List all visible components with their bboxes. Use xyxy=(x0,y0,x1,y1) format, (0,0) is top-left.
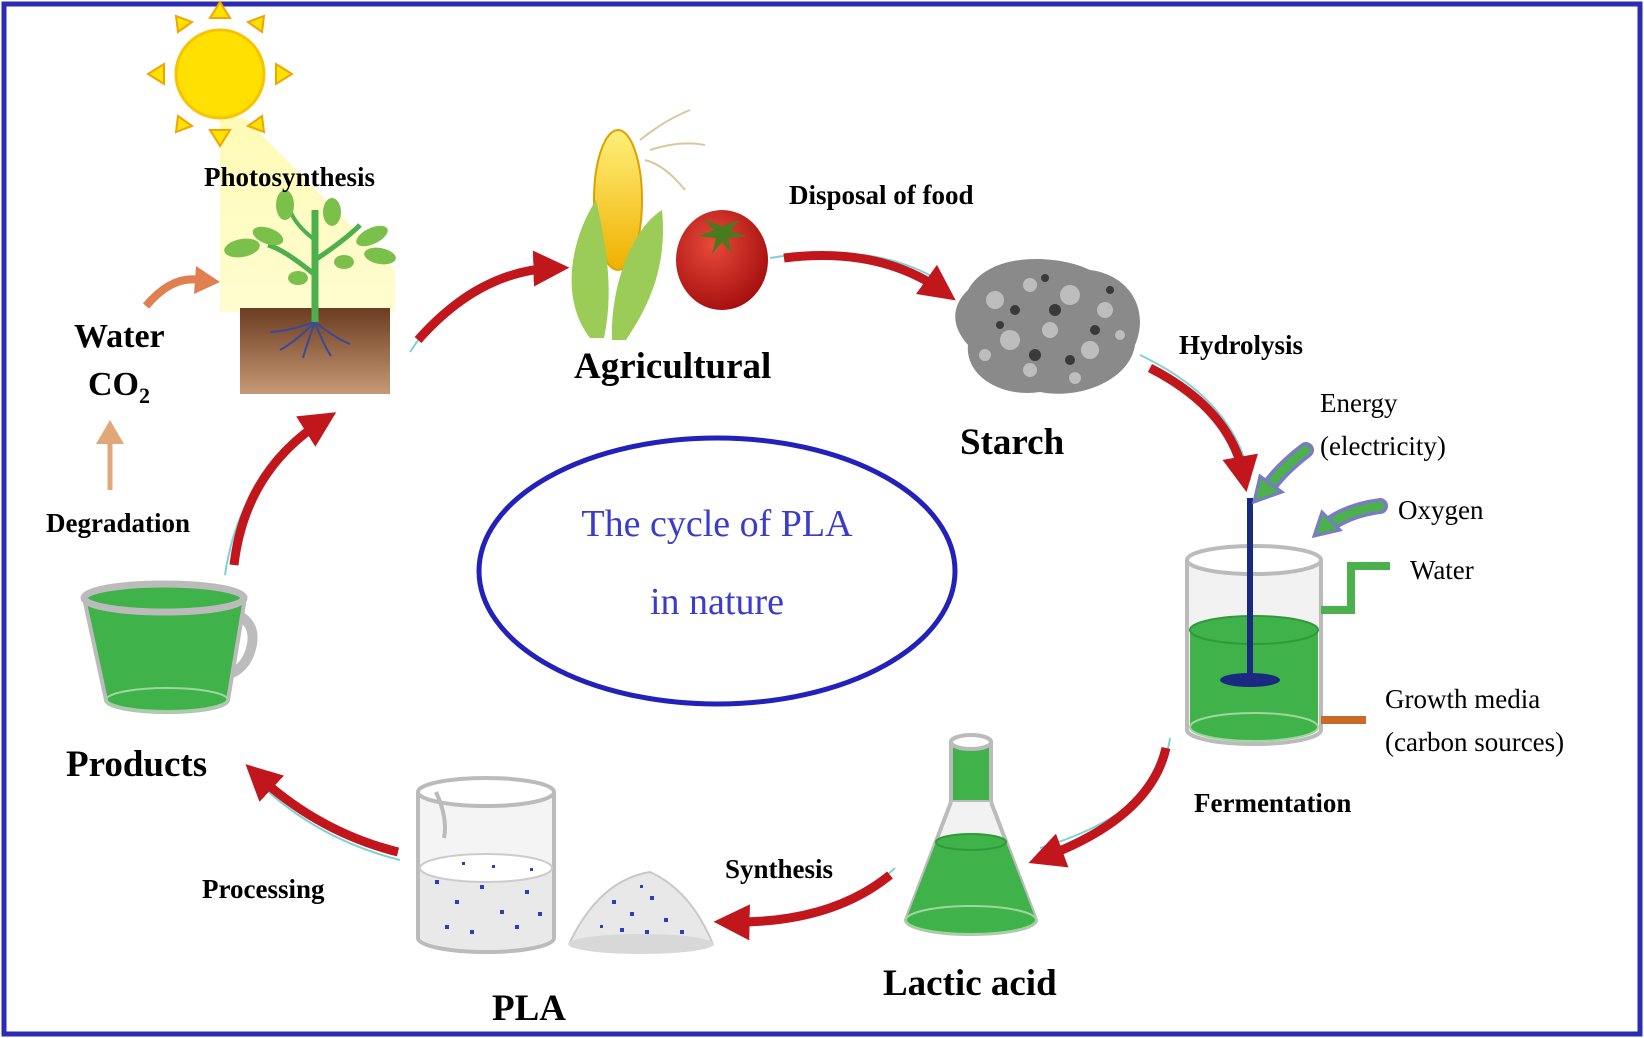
oxygen-label: Oxygen xyxy=(1398,495,1484,525)
pla-label: PLA xyxy=(492,988,566,1029)
water-input-label: Water xyxy=(1410,555,1474,585)
fermenter-icon xyxy=(1185,498,1390,746)
co2-subscript: 2 xyxy=(139,382,150,408)
products-label: Products xyxy=(66,744,208,785)
degradation-label: Degradation xyxy=(46,508,190,538)
sun-icon xyxy=(146,0,294,148)
plant-icon xyxy=(224,190,396,394)
electricity-label: (electricity) xyxy=(1320,431,1446,461)
disposal-of-food-label: Disposal of food xyxy=(789,180,974,210)
lactic-acid-label: Lactic acid xyxy=(883,963,1057,1004)
flask-icon xyxy=(903,733,1039,936)
center-ellipse xyxy=(476,435,958,707)
center-title-line1: The cycle of PLA xyxy=(581,503,853,545)
growth-media-label: Growth media xyxy=(1385,684,1541,714)
starch-icon xyxy=(955,258,1140,394)
energy-input-arrow xyxy=(1251,442,1314,505)
center-title-line2: in nature xyxy=(649,581,784,623)
agricultural-label: Agricultural xyxy=(574,346,772,387)
fermentation-label: Fermentation xyxy=(1194,788,1352,818)
synthesis-label: Synthesis xyxy=(725,854,834,884)
cup-icon xyxy=(80,580,258,714)
co2-base: CO xyxy=(88,366,139,403)
beaker-icon xyxy=(416,776,556,954)
oxygen-input-arrow xyxy=(1311,498,1388,539)
photosynthesis-label: Photosynthesis xyxy=(204,162,376,192)
energy-label: Energy xyxy=(1320,388,1398,418)
tomato-icon xyxy=(676,210,768,310)
water-label: Water xyxy=(74,318,165,355)
co2-label: CO2 xyxy=(88,368,150,407)
starch-label: Starch xyxy=(960,422,1065,463)
cycle-arrows xyxy=(224,250,1258,941)
corn-icon xyxy=(571,109,706,340)
water-to-plant-arrow xyxy=(142,266,220,309)
hydrolysis-label: Hydrolysis xyxy=(1179,330,1304,360)
processing-label: Processing xyxy=(202,874,325,904)
degradation-up-arrow xyxy=(96,420,124,490)
pla-powder-icon xyxy=(568,870,714,954)
carbon-sources-label: (carbon sources) xyxy=(1385,727,1565,757)
